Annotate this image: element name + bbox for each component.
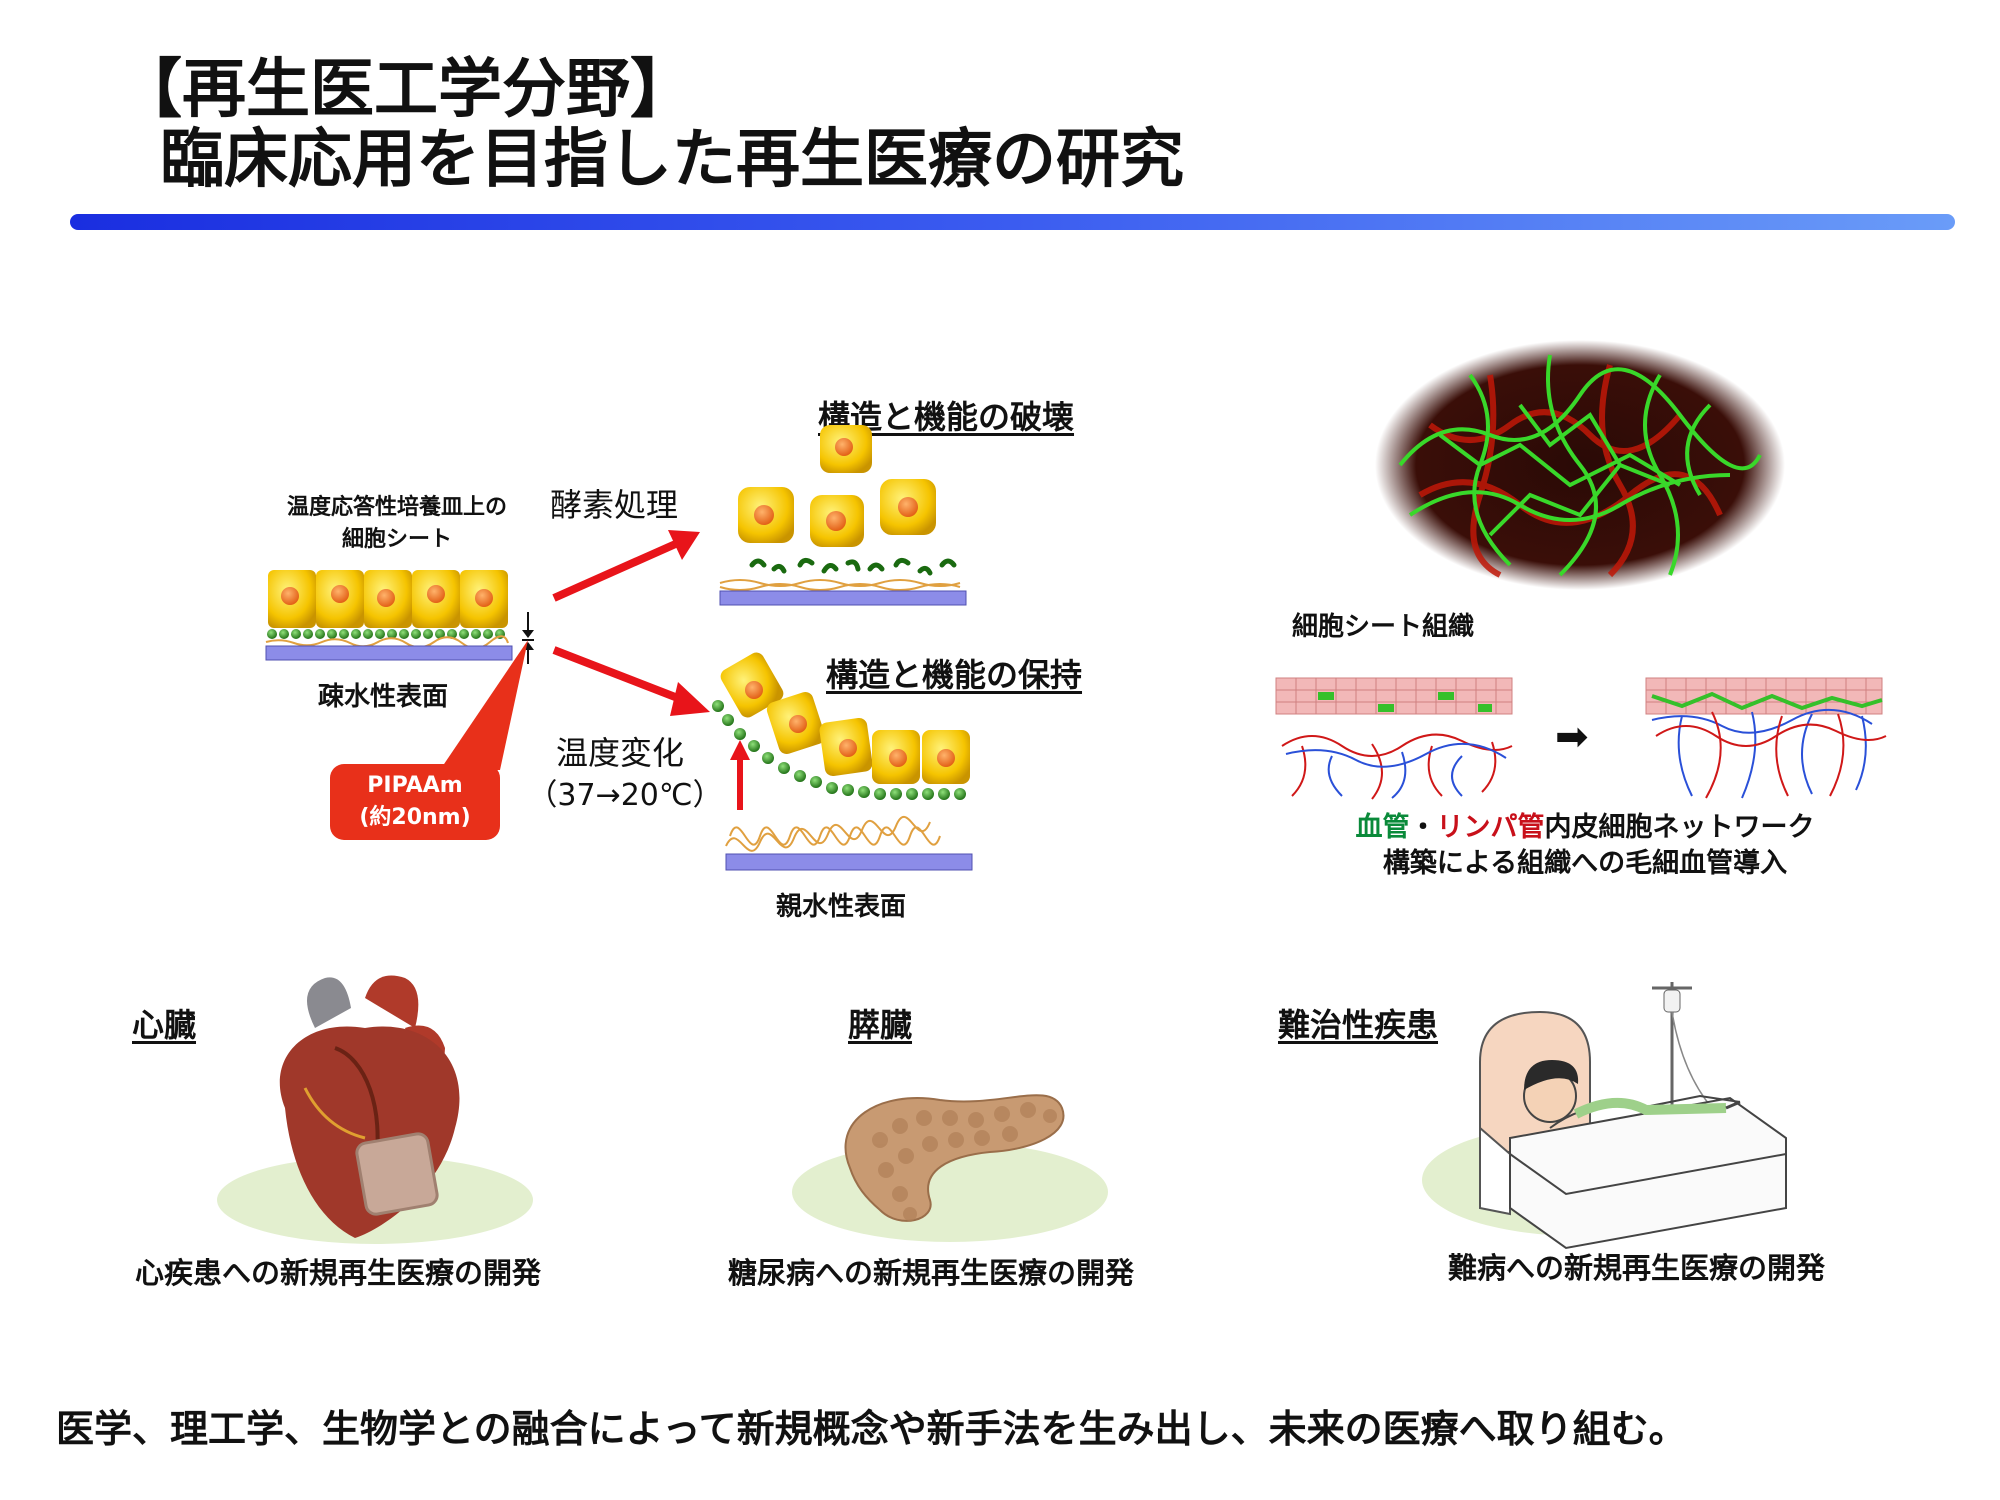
enzyme-label: 酵素処理 — [550, 486, 679, 524]
cell-sheet-dish — [265, 570, 534, 664]
pancreas-heading: 膵臓 — [848, 1006, 913, 1044]
temp-range-label: （37→20℃） — [527, 778, 723, 813]
pancreas-caption: 糖尿病への新規再生医療の開発 — [728, 1256, 1135, 1290]
tissue-label: 細胞シート組織 — [1292, 612, 1475, 642]
detached-sheet — [712, 652, 973, 871]
arrow-right-icon: ➡ — [1555, 714, 1589, 760]
title-line2: 臨床応用を目指した再生医療の研究 — [160, 123, 1184, 197]
tissue-after-diagram — [1645, 677, 1887, 799]
caption-line2: 構築による組織への毛細血管導入 — [1382, 848, 1788, 879]
title-line1: 【再生医工学分野】 — [118, 53, 694, 127]
intractable-caption: 難病への新規再生医療の開発 — [1448, 1251, 1826, 1285]
hydrophobic-label: 疎水性表面 — [318, 682, 449, 712]
vascular-caption: 血管・リンパ管内皮細胞ネットワーク 構築による組織への毛細血管導入 — [1250, 810, 1920, 882]
footer-statement: 医学、理工学、生物学との融合によって新規概念や新手法を生み出し、未来の医療へ取り… — [56, 1407, 1687, 1451]
temp-change-label: 温度変化 — [555, 734, 684, 772]
pancreas-illustration — [792, 1094, 1108, 1242]
vascular-network-micrograph — [1375, 340, 1785, 590]
heart-caption: 心疾患への新規再生医療の開発 — [135, 1256, 542, 1290]
pipaam-name: PIPAAm — [367, 773, 463, 798]
dish-label-line1: 温度応答性培養皿上の — [286, 495, 507, 520]
heart-heading: 心臓 — [132, 1006, 197, 1044]
caption-endothelial: 内皮細胞ネットワーク — [1544, 812, 1815, 843]
pipaam-callout-pointer — [440, 640, 528, 770]
pipaam-badge: PIPAAm (約20nm) — [330, 764, 500, 840]
caption-lymph-vessel: リンパ管 — [1436, 812, 1545, 843]
dish-label: 温度応答性培養皿上の 細胞シート — [262, 492, 532, 556]
intractable-heading: 難治性疾患 — [1278, 1006, 1439, 1044]
caption-blood-vessel: 血管 — [1355, 812, 1410, 843]
patient-bed-illustration — [1422, 982, 1787, 1250]
tissue-before-diagram — [1275, 677, 1513, 800]
dish-label-line2: 細胞シート — [341, 527, 452, 552]
heart-illustration — [217, 975, 533, 1244]
enzyme-arrow — [552, 530, 700, 602]
pipaam-size: (約20nm) — [359, 805, 471, 830]
hydrophilic-label: 親水性表面 — [776, 892, 907, 922]
temperature-arrow — [552, 646, 710, 716]
caption-separator: ・ — [1409, 812, 1437, 843]
destroyed-cells — [719, 425, 967, 606]
title-divider — [70, 214, 1955, 230]
preservation-label: 構造と機能の保持 — [826, 656, 1083, 694]
